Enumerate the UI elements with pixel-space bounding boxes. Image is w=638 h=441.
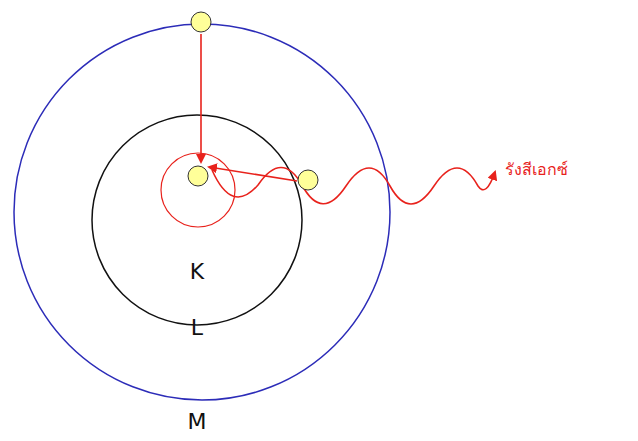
electron <box>298 170 318 190</box>
transition-arrow <box>209 167 297 181</box>
m-shell <box>14 24 390 400</box>
shell-label: L <box>191 315 203 341</box>
x-ray-wave <box>212 168 495 205</box>
x-ray-label: รังสีเอกซ์ <box>505 160 568 179</box>
electron <box>188 166 208 186</box>
l-shell <box>92 115 302 325</box>
transition-arrow <box>200 34 202 162</box>
shell-label: K <box>190 259 204 285</box>
electron <box>191 12 211 32</box>
shell-label: M <box>188 409 207 435</box>
